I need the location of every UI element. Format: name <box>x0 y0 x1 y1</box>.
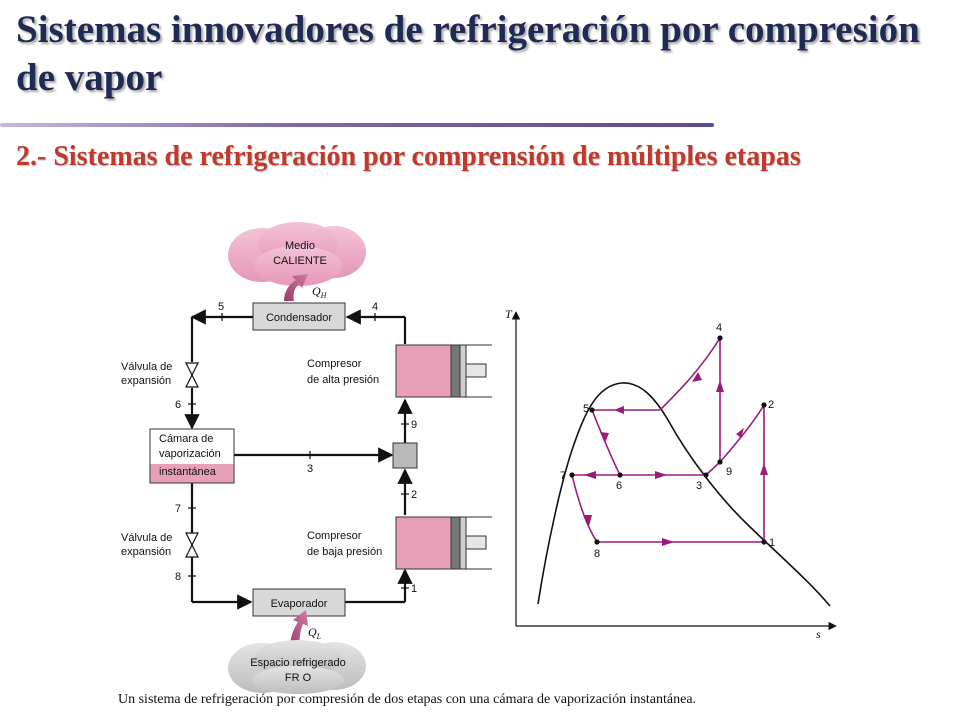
ts-point-9: 9 <box>726 466 732 478</box>
slide-title: Sistemas innovadores de refrigeración po… <box>16 8 920 99</box>
cycle-arrows <box>583 372 768 546</box>
flash-chamber-line2: vaporización <box>159 448 221 460</box>
cold-space-cloud <box>228 640 366 694</box>
hot-medium-line1: Medio <box>285 240 315 252</box>
condenser-label: Condensador <box>266 312 332 324</box>
title-divider <box>0 123 714 127</box>
cold-space-line1: Espacio refrigerado <box>250 657 345 669</box>
heat-out-arrow <box>284 274 308 301</box>
ts-point-5: 5 <box>583 403 589 415</box>
state-2-label: 2 <box>411 489 417 501</box>
valve-upper-line1: Válvula de <box>121 361 172 373</box>
state-7-label: 7 <box>175 503 181 515</box>
compressor-high-line2: de alta presión <box>307 374 379 386</box>
compressor-low-line2: de baja presión <box>307 546 382 558</box>
ts-point-3: 3 <box>696 480 702 492</box>
state-ticks <box>188 313 409 589</box>
state-6-label: 6 <box>175 399 181 411</box>
state-8-label: 8 <box>175 571 181 583</box>
heat-out-label: QH <box>312 284 328 300</box>
piping <box>184 309 413 610</box>
valve-lower-line1: Válvula de <box>121 532 172 544</box>
compressor-high <box>395 344 492 398</box>
state-1-label: 1 <box>411 583 417 595</box>
evaporator <box>252 588 346 617</box>
condenser <box>252 302 346 331</box>
state-points <box>569 335 767 545</box>
flash-chamber-line1: Cámara de <box>159 433 213 445</box>
state-4-label: 4 <box>372 301 378 313</box>
mixing-chamber <box>392 442 418 469</box>
valve-upper-line2: expansión <box>121 375 171 387</box>
cold-space-line2: FR O <box>285 672 312 684</box>
expansion-valve-upper <box>185 362 199 388</box>
saturation-dome <box>537 382 831 607</box>
x-axis-label: s <box>816 627 821 641</box>
expansion-valve-lower <box>185 532 199 558</box>
ts-point-1: 1 <box>769 537 775 549</box>
compressor-low <box>395 516 492 570</box>
slide-subtitle: 2.- Sistemas de refrigeración por compre… <box>16 141 801 172</box>
flash-chamber-liquid <box>150 464 234 483</box>
ts-point-7: 7 <box>560 470 566 482</box>
ts-point-4: 4 <box>716 322 722 334</box>
valve-lower-line2: expansión <box>121 546 171 558</box>
compressor-high-line1: Compresor <box>307 358 362 370</box>
ts-point-6: 6 <box>616 480 622 492</box>
state-3-label: 3 <box>307 463 313 475</box>
figure-caption: Un sistema de refrigeración por compresi… <box>118 692 697 707</box>
flash-chamber-line3: instantánea <box>159 466 217 478</box>
y-axis-label: T <box>505 307 513 321</box>
heat-in-label: QL <box>308 625 322 641</box>
ts-point-2: 2 <box>768 399 774 411</box>
compressor-low-line1: Compresor <box>307 530 362 542</box>
ts-point-8: 8 <box>594 548 600 560</box>
state-5-label: 5 <box>218 301 224 313</box>
state-9-label: 9 <box>411 419 417 431</box>
hot-medium-line2: CALIENTE <box>273 255 327 267</box>
evaporator-label: Evaporador <box>271 598 328 610</box>
hot-medium-cloud <box>228 222 366 286</box>
schematic: Medio CALIENTE QH Condensador <box>121 222 492 694</box>
ts-diagram: T s <box>505 307 837 641</box>
